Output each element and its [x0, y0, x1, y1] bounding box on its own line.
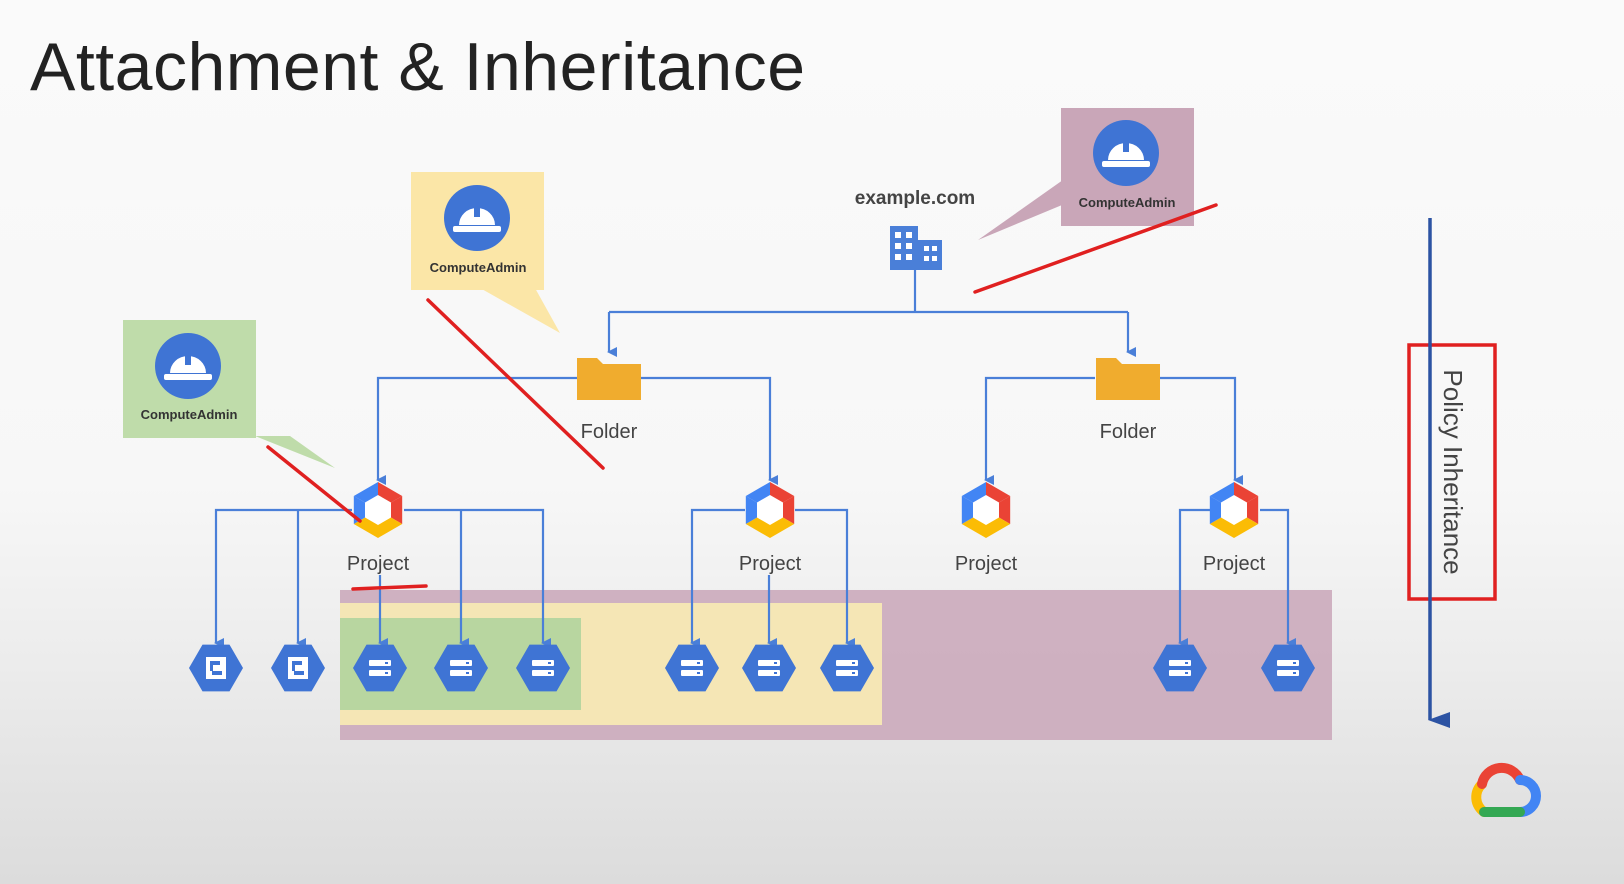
- folder-label: Folder: [1100, 421, 1157, 443]
- policy-inheritance-label: Policy Inheritance: [1438, 369, 1468, 574]
- folder-icon: [1096, 358, 1160, 400]
- project-hexagon-icon: [1209, 482, 1259, 538]
- compute-engine-icon: [1153, 644, 1207, 692]
- project-hexagon-icon: [745, 482, 795, 538]
- folder-icon: [577, 358, 641, 400]
- compute-engine-icon: [434, 644, 488, 692]
- compute-engine-icon: [516, 644, 570, 692]
- policy-bubble-organization: ComputeAdmin: [978, 108, 1194, 240]
- project-label: Project: [955, 553, 1018, 575]
- building-icon: [890, 226, 942, 270]
- compute-engine-icon: [353, 644, 407, 692]
- folder-label: Folder: [581, 421, 638, 443]
- policy-bubble-folder: ComputeAdmin: [411, 172, 560, 333]
- hard-hat-icon: [1093, 120, 1159, 186]
- policy-bubble-label: ComputeAdmin: [141, 407, 238, 422]
- compute-engine-icon: [1261, 644, 1315, 692]
- organization-label: example.com: [855, 188, 975, 209]
- compute-engine-icon: [742, 644, 796, 692]
- annotation-stroke: [973, 203, 1218, 294]
- annotation-stroke: [266, 445, 362, 523]
- google-cloud-logo-icon: [1471, 762, 1541, 817]
- project-label: Project: [739, 553, 802, 575]
- policy-bubble-project: ComputeAdmin: [123, 320, 335, 468]
- cloud-storage-icon: [189, 644, 243, 692]
- policy-bubble-label: ComputeAdmin: [1079, 195, 1176, 210]
- hard-hat-icon: [155, 333, 221, 399]
- annotation-stroke: [426, 298, 605, 470]
- cloud-storage-icon: [271, 644, 325, 692]
- project-hexagon-icon: [961, 482, 1011, 538]
- connector-lines: [214, 268, 1296, 648]
- project-label: Project: [1203, 553, 1266, 575]
- compute-engine-icon: [820, 644, 874, 692]
- annotation-stroke: [351, 584, 428, 591]
- slide-title: Attachment & Inheritance: [30, 29, 806, 105]
- policy-bubble-label: ComputeAdmin: [430, 260, 527, 275]
- project-hexagon-icon: [353, 482, 403, 538]
- compute-engine-icon: [665, 644, 719, 692]
- project-label: Project: [347, 553, 410, 575]
- red-annotations: [266, 203, 1497, 601]
- hard-hat-icon: [444, 185, 510, 251]
- annotation-box: [1407, 343, 1497, 601]
